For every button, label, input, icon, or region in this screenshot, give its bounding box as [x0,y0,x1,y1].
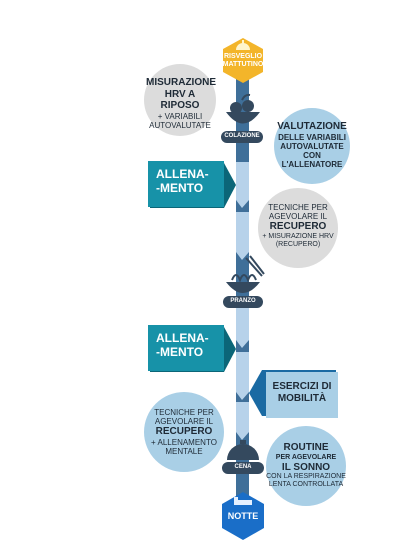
breakfast-label: COLAZIONE [224,133,260,139]
recovery2-line2: AGEVOLARE IL [154,417,214,427]
eval-line4: CON [303,150,321,160]
recovery1-line1: TECNICHE PER [268,203,328,212]
training2-line1: ALLENA- [156,331,209,345]
recovery1-line4: + MISURAZIONE HRV [262,232,334,240]
morning-label: RISVEGLIO MATTUTINO [218,53,268,69]
recovery2-bubble-shape [144,392,224,472]
hrv-bubble-shape [144,64,216,136]
sleep-line5: LENTA CONTROLLATA [268,481,344,489]
night-node-shape [222,492,264,540]
breakfast-label-bg [221,131,263,143]
lunch-label: PRANZO [230,298,256,304]
hrv-line4: AUTOVALUTATE [149,120,211,130]
lunch-label-bg [223,296,263,308]
breakfast-bowl-icon [226,93,260,124]
dinner-label: CENA [234,464,252,470]
recovery1-line3: RECUPERO [269,221,327,233]
sleep-line4: CON LA RESPIRAZIONE [266,473,346,481]
sleep-line1: ROUTINE [283,442,329,453]
recovery1-line2: AGEVOLARE IL [268,212,328,222]
morning-line1: RISVEGLIO [223,53,263,60]
morning-node-shape [223,38,263,83]
training-box-1: ALLENA- -MENTO [148,167,224,196]
recovery1-bubble: TECNICHE PER AGEVOLARE IL RECUPERO + MIS… [260,203,336,249]
recovery1-bubble-shape [258,188,338,268]
recovery1-line5: (RECUPERO) [275,240,321,248]
eval-line3: AUTOVALUTATE [280,141,344,151]
training-box-2-shape [148,325,236,372]
sleep-bubble: ROUTINE PER AGEVOLARE IL SONNO CON LA RE… [264,442,348,489]
hrv-bubble: MISURAZIONE HRV A RIPOSO + VARIABILI AUT… [146,77,216,130]
sleep-line3: IL SONNO [281,461,331,473]
mobility-line1: ESERCIZI DI [272,381,332,392]
hrv-line1: MISURAZIONE [146,77,216,88]
recovery2-line3: RECUPERO [155,426,213,438]
training1-line1: ALLENA- [156,167,209,181]
mobility-box: ESERCIZI DI MOBILITÀ [266,381,338,404]
training-box-1-shape [148,161,236,208]
morning-line2: MATTUTINO [222,61,264,69]
recovery2-bubble: TECNICHE PER AGEVOLARE IL RECUPERO + ALL… [146,408,222,456]
recovery2-line5: MENTALE [165,447,203,457]
mobility-line2: MOBILITÀ [277,392,327,404]
eval-line2: DELLE VARIABILI [278,132,346,142]
training-box-2: ALLENA- -MENTO [148,331,224,360]
training1-line2: -MENTO [156,180,204,195]
hrv-line2: HRV A RIPOSO [160,88,200,112]
mobility-box-shape [249,370,338,418]
eval-bubble-shape [274,108,350,184]
night-label: NOTTE [227,511,259,521]
eval-bubble: VALUTAZIONE DELLE VARIABILI AUTOVALUTATE… [274,121,350,169]
dinner-label-bg [222,462,264,474]
eval-line1: VALUTAZIONE [277,121,347,132]
noodle-bowl-icon [226,255,265,293]
training2-line2: -MENTO [156,344,204,359]
cloche-icon [227,440,259,460]
hrv-line3: + VARIABILI [157,111,203,121]
sunrise-icon [236,40,250,50]
recovery2-line1: TECNICHE PER [154,408,214,417]
sleep-line2: PER AGEVOLARE [275,453,337,461]
bed-icon [234,497,252,505]
eval-line5: L'ALLENATORE [281,160,343,170]
recovery2-line4: + ALLENAMENTO [151,437,217,447]
sleep-bubble-shape [266,426,346,506]
